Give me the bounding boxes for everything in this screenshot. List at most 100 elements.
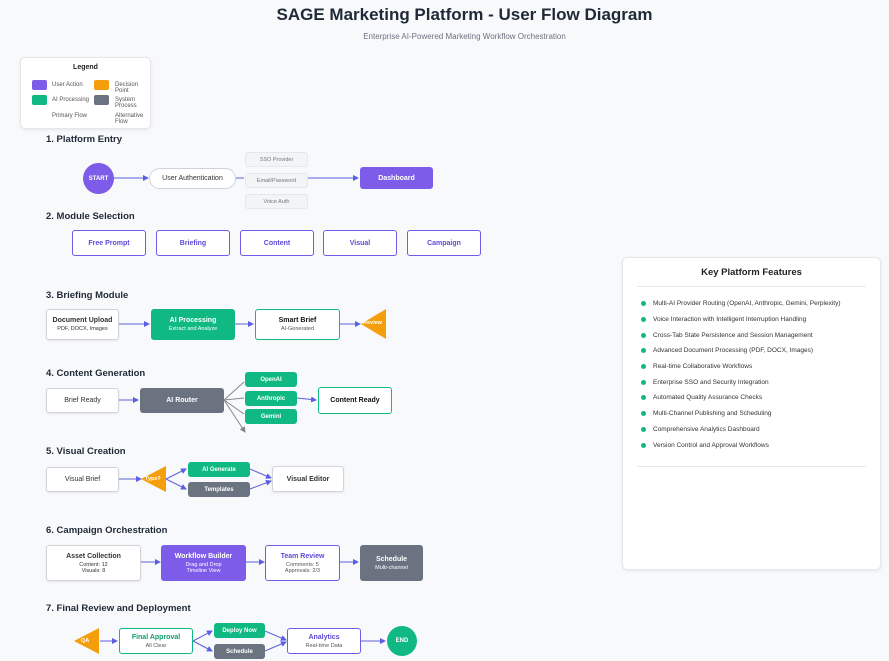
legend-swatch-decision [94, 80, 109, 90]
feature-text: Cross-Tab State Persistence and Session … [653, 332, 813, 339]
schedule-node[interactable]: Schedule Multi-channel [360, 545, 423, 581]
feature-text: Voice Interaction with Intelligent Inter… [653, 316, 807, 323]
asset-visuals-count: Visuals: 8 [81, 567, 106, 574]
section-title-final: 7. Final Review and Deployment [46, 603, 191, 614]
bullet-dot-icon [641, 317, 646, 322]
legend-label-decision: Decision Point [115, 82, 139, 94]
type-decision-label: Type? [145, 476, 161, 482]
page-title: SAGE Marketing Platform - User Flow Diag… [276, 5, 653, 24]
qa-decision-label: QA [81, 638, 90, 644]
content-ready-node[interactable]: Content Ready [318, 387, 392, 414]
smart-brief-node[interactable]: Smart Brief AI-Generated [255, 309, 340, 340]
dashboard-node[interactable]: Dashboard [360, 167, 433, 189]
feature-text: Automated Quality Assurance Checks [653, 394, 763, 401]
feature-text: Real-time Collaborative Workflows [653, 363, 753, 370]
module-briefing[interactable]: Briefing [156, 230, 230, 256]
team-review-label: Team Review [280, 552, 325, 560]
feature-text: Version Control and Approval Workflows [653, 442, 769, 449]
legend-label-alternative: Alternative Flow [115, 113, 144, 125]
smart-brief-label: Smart Brief [278, 317, 317, 324]
smart-brief-sub: AI-Generated [280, 326, 315, 332]
feature-item: Multi-Channel Publishing and Scheduling [641, 410, 772, 417]
document-upload-node[interactable]: Document Upload PDF, DOCX, Images [46, 309, 119, 340]
ai-processing-node: AI Processing Extract and Analyze [151, 309, 235, 340]
legend-label-system: System Process [115, 97, 137, 109]
asset-collection-node[interactable]: Asset Collection Content: 12 Visuals: 8 [46, 545, 141, 581]
email-password-option[interactable]: Email/Password [245, 173, 308, 188]
voice-auth-option[interactable]: Voice Auth [245, 194, 308, 209]
bullet-dot-icon [641, 333, 646, 338]
feature-item: Real-time Collaborative Workflows [641, 363, 752, 370]
analytics-sub: Real-time Data [305, 642, 343, 649]
bullet-dot-icon [641, 380, 646, 385]
final-approval-node[interactable]: Final Approval All Clear [119, 628, 193, 654]
feature-text: Comprehensive Analytics Dashboard [653, 426, 760, 433]
bullet-dot-icon [641, 364, 646, 369]
provider-anthropic: Anthropic [245, 391, 297, 406]
legend-title: Legend [73, 64, 98, 71]
analytics-label: Analytics [308, 633, 340, 641]
feature-item: Automated Quality Assurance Checks [641, 394, 762, 401]
visual-editor-node[interactable]: Visual Editor [272, 466, 344, 492]
sso-provider-option[interactable]: SSO Provider [245, 152, 308, 167]
bullet-dot-icon [641, 395, 646, 400]
page-subtitle: Enterprise AI-Powered Marketing Workflow… [363, 32, 566, 41]
section-title-briefing: 3. Briefing Module [46, 290, 129, 301]
brief-ready-node: Brief Ready [46, 388, 119, 413]
workflow-builder-label: Workflow Builder [174, 552, 233, 560]
section-title-visual: 5. Visual Creation [46, 446, 126, 457]
deploy-now-node[interactable]: Deploy Now [214, 623, 265, 638]
ai-processing-sub: Extract and Analyze [168, 326, 218, 332]
bullet-dot-icon [641, 427, 646, 432]
feature-item: Advanced Document Processing (PDF, DOCX,… [641, 347, 813, 354]
templates-node[interactable]: Templates [188, 482, 250, 497]
module-free-prompt[interactable]: Free Prompt [72, 230, 146, 256]
ai-router-node: AI Router [140, 388, 224, 413]
asset-content-count: Content: 12 [79, 561, 108, 568]
section-title-campaign: 6. Campaign Orchestration [46, 525, 168, 536]
analytics-node[interactable]: Analytics Real-time Data [287, 628, 361, 654]
legend-swatch-ai [32, 95, 47, 105]
final-approval-label: Final Approval [131, 633, 181, 641]
document-upload-label: Document Upload [52, 317, 113, 324]
review-decision-label: Review [363, 320, 382, 326]
feature-text: Advanced Document Processing (PDF, DOCX,… [653, 347, 814, 354]
provider-gemini: Gemini [245, 409, 297, 424]
start-node: START [83, 163, 114, 194]
user-authentication-node[interactable]: User Authentication [149, 168, 236, 189]
workflow-builder-node[interactable]: Workflow Builder Drag and Drop Timeline … [161, 545, 246, 581]
legend-label-user-action: User Action [52, 82, 83, 88]
schedule-sub: Multi-channel [375, 564, 408, 571]
feature-item: Comprehensive Analytics Dashboard [641, 426, 760, 433]
ai-generate-node[interactable]: AI Generate [188, 462, 250, 477]
legend-swatch-user-action [32, 80, 47, 90]
legend-panel: Legend User Action Decision Point AI Pro… [20, 57, 151, 129]
provider-openai: OpenAI [245, 372, 297, 387]
bullet-dot-icon [641, 411, 646, 416]
feature-item: Version Control and Approval Workflows [641, 442, 769, 449]
visual-brief-node: Visual Brief [46, 467, 119, 492]
feature-text: Enterprise SSO and Security Integration [653, 379, 769, 386]
end-node: END [387, 626, 417, 656]
features-divider-top [637, 286, 866, 287]
section-title-content: 4. Content Generation [46, 368, 146, 379]
module-visual[interactable]: Visual [323, 230, 397, 256]
bullet-dot-icon [641, 348, 646, 353]
bullet-dot-icon [641, 301, 646, 306]
team-review-node[interactable]: Team Review Comments: 5 Approvals: 2/3 [265, 545, 340, 581]
qa-decision-diamond [74, 628, 99, 654]
final-schedule-node[interactable]: Schedule [214, 644, 265, 659]
module-campaign[interactable]: Campaign [407, 230, 481, 256]
workflow-builder-sub1: Drag and Drop [185, 561, 222, 568]
team-review-comments: Comments: 5 [286, 561, 319, 568]
module-content[interactable]: Content [240, 230, 314, 256]
legend-label-primary: Primary Flow [52, 113, 88, 119]
features-divider-bottom [637, 466, 866, 467]
feature-item: Multi-AI Provider Routing (OpenAI, Anthr… [641, 300, 841, 307]
review-decision-diamond [361, 309, 386, 339]
key-features-title: Key Platform Features [701, 267, 802, 278]
feature-text: Multi-AI Provider Routing (OpenAI, Anthr… [653, 300, 841, 307]
schedule-label: Schedule [375, 555, 408, 563]
legend-swatch-system [94, 95, 109, 105]
